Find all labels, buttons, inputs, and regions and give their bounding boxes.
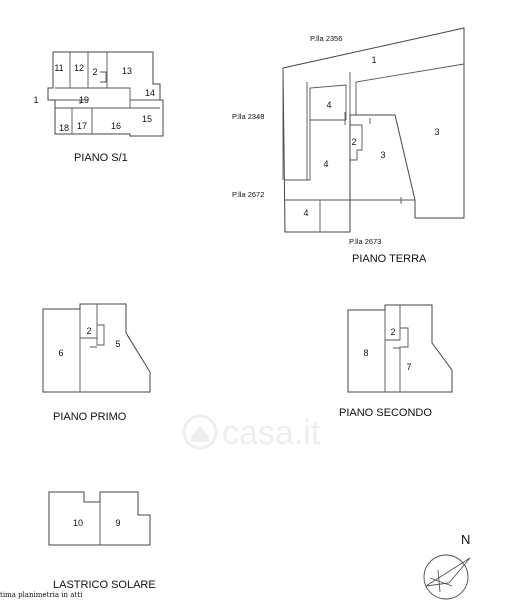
room-label-14: 14 — [145, 88, 155, 98]
compass-icon — [425, 557, 471, 593]
room-label-3: 3 — [380, 150, 385, 160]
plan-lastrico-solare: 10 9 LASTRICO SOLARE — [48, 491, 156, 591]
parcel-label: P.lla 2356 — [310, 34, 342, 43]
room-label-13: 13 — [122, 66, 132, 76]
room-label-18: 18 — [59, 123, 69, 133]
watermark-text: casa.it — [222, 414, 321, 452]
plan-piano-terra: 1 4 2 3 3 4 4 P.lla 2356 P.lla 2348 P.ll… — [232, 27, 465, 265]
floor-title-terra: PIANO TERRA — [352, 253, 427, 265]
room-label-12: 12 — [74, 63, 84, 73]
room-label-6: 6 — [58, 348, 63, 358]
room-label-7: 7 — [406, 362, 411, 372]
footer-note: tima planimetria in atti — [0, 591, 83, 599]
room-label-1: 1 — [371, 55, 376, 65]
room-label-2: 2 — [351, 137, 356, 147]
room-label-11: 11 — [54, 63, 63, 73]
watermark: casa.it — [182, 414, 321, 452]
parcel-label: P.lla 2348 — [232, 112, 264, 121]
room-label-3: 3 — [434, 127, 439, 137]
room-label-17: 17 — [77, 121, 87, 131]
room-label-1: 1 — [33, 95, 38, 105]
room-label-4: 4 — [303, 208, 308, 218]
room-label-5: 5 — [115, 339, 120, 349]
room-label-19: 19 — [79, 95, 89, 105]
room-label-16: 16 — [111, 121, 121, 131]
north-arrow: N — [423, 532, 471, 600]
plan-piano-primo: 2 6 5 PIANO PRIMO — [42, 303, 151, 423]
room-label-9: 9 — [115, 518, 120, 528]
floor-title-lastrico: LASTRICO SOLARE — [53, 579, 156, 591]
room-label-4: 4 — [326, 100, 331, 110]
room-label-15: 15 — [142, 114, 152, 124]
floor-title-primo: PIANO PRIMO — [53, 411, 127, 423]
room-label-4: 4 — [323, 159, 328, 169]
room-label-10: 10 — [73, 518, 83, 528]
parcel-label: P.lla 2672 — [232, 190, 264, 199]
floor-title-s1: PIANO S/1 — [74, 152, 128, 164]
room-label-2: 2 — [86, 326, 91, 336]
plan-piano-secondo: 2 8 7 PIANO SECONDO — [339, 304, 453, 419]
room-label-2: 2 — [390, 327, 395, 337]
plan-piano-s1: 11 12 2 13 1 19 14 15 18 17 16 PIANO S/1 — [33, 51, 164, 164]
north-label: N — [461, 532, 470, 547]
room-label-2: 2 — [92, 67, 97, 77]
floor-title-secondo: PIANO SECONDO — [339, 407, 432, 419]
room-label-8: 8 — [363, 348, 368, 358]
parcel-label: P.lla 2673 — [349, 237, 381, 246]
